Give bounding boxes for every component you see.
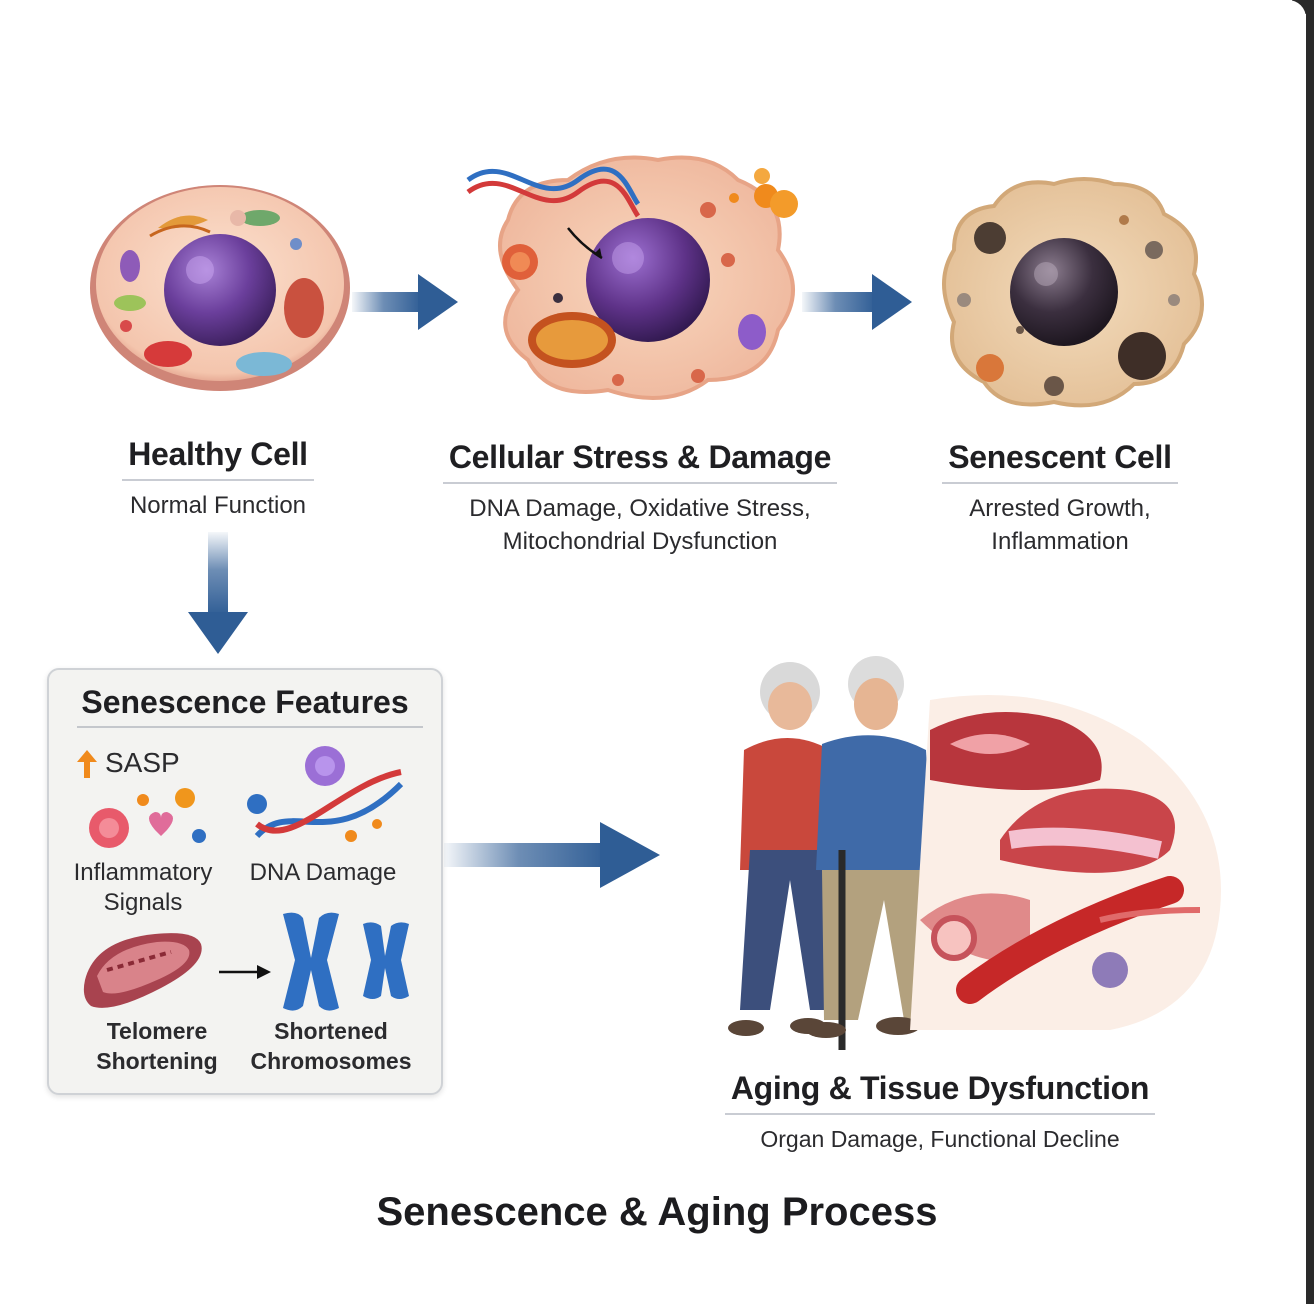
arrow-features-to-aging xyxy=(444,822,660,888)
stage-senescent-subtitle-line-2: Inflammation xyxy=(991,528,1129,555)
features-title: Senescence Features xyxy=(81,684,409,720)
arrow-stress-to-senescent xyxy=(802,274,912,330)
main-title: Senescence & Aging Process xyxy=(376,1190,938,1234)
stage-senescent-label: Senescent Cell Arrested Growth, Inflamma… xyxy=(920,439,1200,558)
sasp-up-arrow-icon xyxy=(77,750,97,778)
telomere-icon xyxy=(83,933,202,1008)
sasp-label: SASP xyxy=(105,747,180,778)
outcome-subtitle: Organ Damage, Functional Decline xyxy=(760,1126,1120,1152)
damaged-tissues-illustration xyxy=(910,695,1221,1030)
arrow-healthy-to-features xyxy=(188,532,248,654)
outcome-title: Aging & Tissue Dysfunction xyxy=(724,1070,1156,1115)
stage-stress-subtitle-line-1: DNA Damage, Oxidative Stress, xyxy=(469,495,811,522)
stage-senescent-title: Senescent Cell xyxy=(942,439,1178,484)
elderly-couple-illustration xyxy=(728,656,938,1050)
senescence-features-panel: Senescence Features SASP Inflammatory Si… xyxy=(47,668,443,1095)
stage-healthy-subtitle: Normal Function xyxy=(129,492,307,519)
arrow-telomere-to-chromosome-icon xyxy=(219,965,271,979)
window-frame-corner xyxy=(1286,0,1306,20)
chromosomes-line-2: Chromosomes xyxy=(250,1048,412,1074)
stage-stress-label: Cellular Stress & Damage DNA Damage, Oxi… xyxy=(440,439,840,558)
stage-senescent-subtitle: Arrested Growth, Inflammation xyxy=(920,492,1200,558)
stage-senescent-subtitle-line-1: Arrested Growth, xyxy=(969,495,1151,522)
telomere-line-2: Shortening xyxy=(96,1048,218,1074)
stage-stress-title: Cellular Stress & Damage xyxy=(442,439,838,484)
outcome-label: Aging & Tissue Dysfunction Organ Damage,… xyxy=(720,1070,1160,1156)
features-divider xyxy=(77,726,423,728)
inflammatory-signals-icon xyxy=(89,788,206,848)
shortened-chromosomes-label: Shortened Chromosomes xyxy=(249,1016,413,1076)
stage-stress-subtitle: DNA Damage, Oxidative Stress, Mitochondr… xyxy=(440,492,840,558)
arrow-healthy-to-stress xyxy=(352,274,458,330)
window-frame-edge xyxy=(1306,0,1314,1304)
inflammatory-signals-label: Inflammatory Signals xyxy=(63,858,223,918)
chromosomes-line-1: Shortened xyxy=(274,1018,388,1044)
inflammatory-signals-line-1: Inflammatory xyxy=(73,859,213,886)
healthy-cell-illustration xyxy=(90,185,350,391)
stage-healthy-label: Healthy Cell Normal Function xyxy=(88,436,348,522)
inflammatory-signals-line-2: Signals xyxy=(103,889,183,916)
chromosomes-icon xyxy=(283,912,409,1011)
stage-stress-subtitle-line-2: Mitochondrial Dysfunction xyxy=(502,528,778,555)
dna-damage-icon xyxy=(247,746,404,842)
stressed-cell-illustration xyxy=(466,155,798,400)
senescent-cell-illustration xyxy=(942,177,1204,408)
dna-damage-label: DNA Damage xyxy=(249,859,397,886)
telomere-line-1: Telomere xyxy=(106,1018,208,1044)
stage-healthy-title: Healthy Cell xyxy=(122,436,314,481)
telomere-shortening-label: Telomere Shortening xyxy=(77,1016,237,1076)
